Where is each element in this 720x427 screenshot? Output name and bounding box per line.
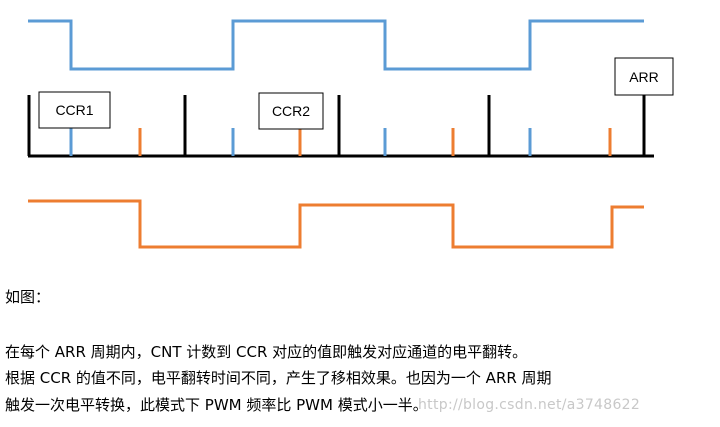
arr-label: ARR (629, 69, 659, 85)
blue-waveform (28, 19, 644, 71)
caption-line-3: 触发一次电平转换，此模式下 PWM 频率比 PWM 模式小一半。 (5, 396, 428, 414)
orange-waveform (28, 199, 644, 249)
ccr1-label: CCR1 (55, 102, 93, 118)
caption-line-2: 根据 CCR 的值不同，电平翻转时间不同，产生了移相效果。也因为一个 ARR 周… (5, 369, 552, 387)
caption-line-1: 在每个 ARR 周期内，CNT 计数到 CCR 对应的值即触发对应通道的电平翻转… (5, 343, 528, 361)
ccr1-label-box: CCR1 (38, 91, 111, 129)
arr-label-box: ARR (614, 57, 674, 96)
caption-title: 如图： (5, 288, 51, 306)
ccr2-label: CCR2 (272, 103, 310, 119)
phase-shift-diagram: CCR1 CCR2 ARR (27, 19, 674, 249)
ccr2-label-box: CCR2 (258, 92, 324, 130)
blog-watermark: http://blog.csdn.net/a3748622 (418, 397, 641, 413)
